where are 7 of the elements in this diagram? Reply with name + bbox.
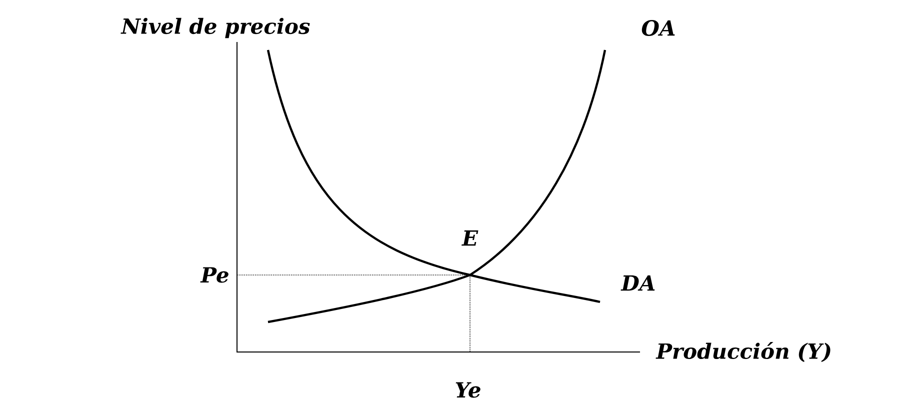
curve-label: OA [642, 20, 675, 36]
axis-title: Producción (Y) [656, 342, 830, 362]
curve-label: DA [620, 275, 655, 291]
axis-title: Nivel de precios [120, 18, 310, 38]
axis-tick-label: Ye [456, 382, 480, 398]
point-label: E [462, 230, 478, 246]
axis-tick-label: Pe [200, 267, 228, 283]
